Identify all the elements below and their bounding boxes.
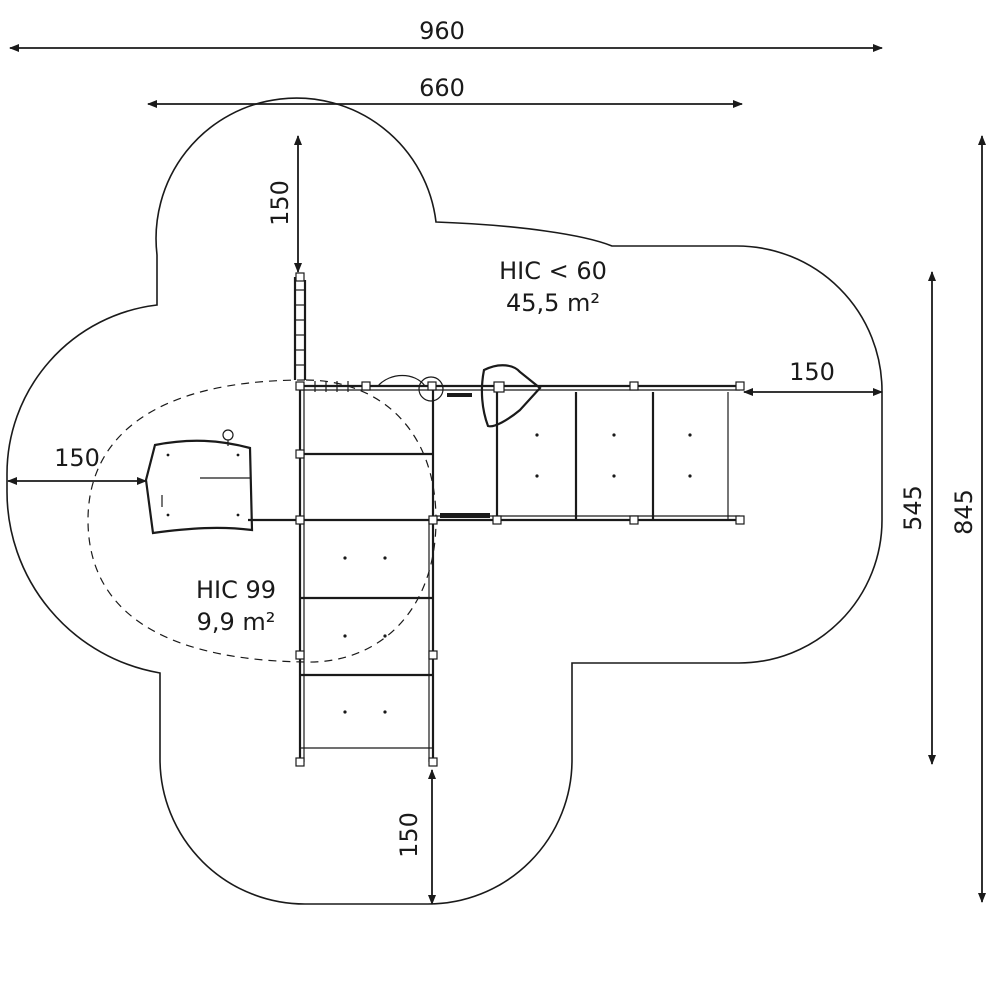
zone-large-label: HIC < 60: [499, 257, 607, 285]
zone-large-area: 45,5 m²: [506, 289, 600, 317]
dim-label-right: 150: [789, 358, 835, 386]
dim-label-inner-width: 660: [419, 74, 465, 102]
posts: [295, 272, 745, 767]
dim-label-left: 150: [54, 444, 100, 472]
dim-label-overall-height: 845: [950, 489, 978, 535]
zone-small-area: 9,9 m²: [197, 608, 276, 636]
zone-small-label: HIC 99: [196, 576, 276, 604]
dim-label-top: 150: [266, 180, 294, 226]
dim-label-bottom: 150: [395, 812, 423, 858]
equipment-structure: [144, 277, 740, 762]
cone-element: [480, 364, 542, 428]
dim-label-inner-height: 545: [899, 485, 927, 531]
panel-dots: [166, 433, 692, 714]
cabin-panel: [144, 439, 254, 535]
dim-label-overall-width: 960: [419, 17, 465, 45]
safety-zone-outline: [6, 97, 883, 905]
